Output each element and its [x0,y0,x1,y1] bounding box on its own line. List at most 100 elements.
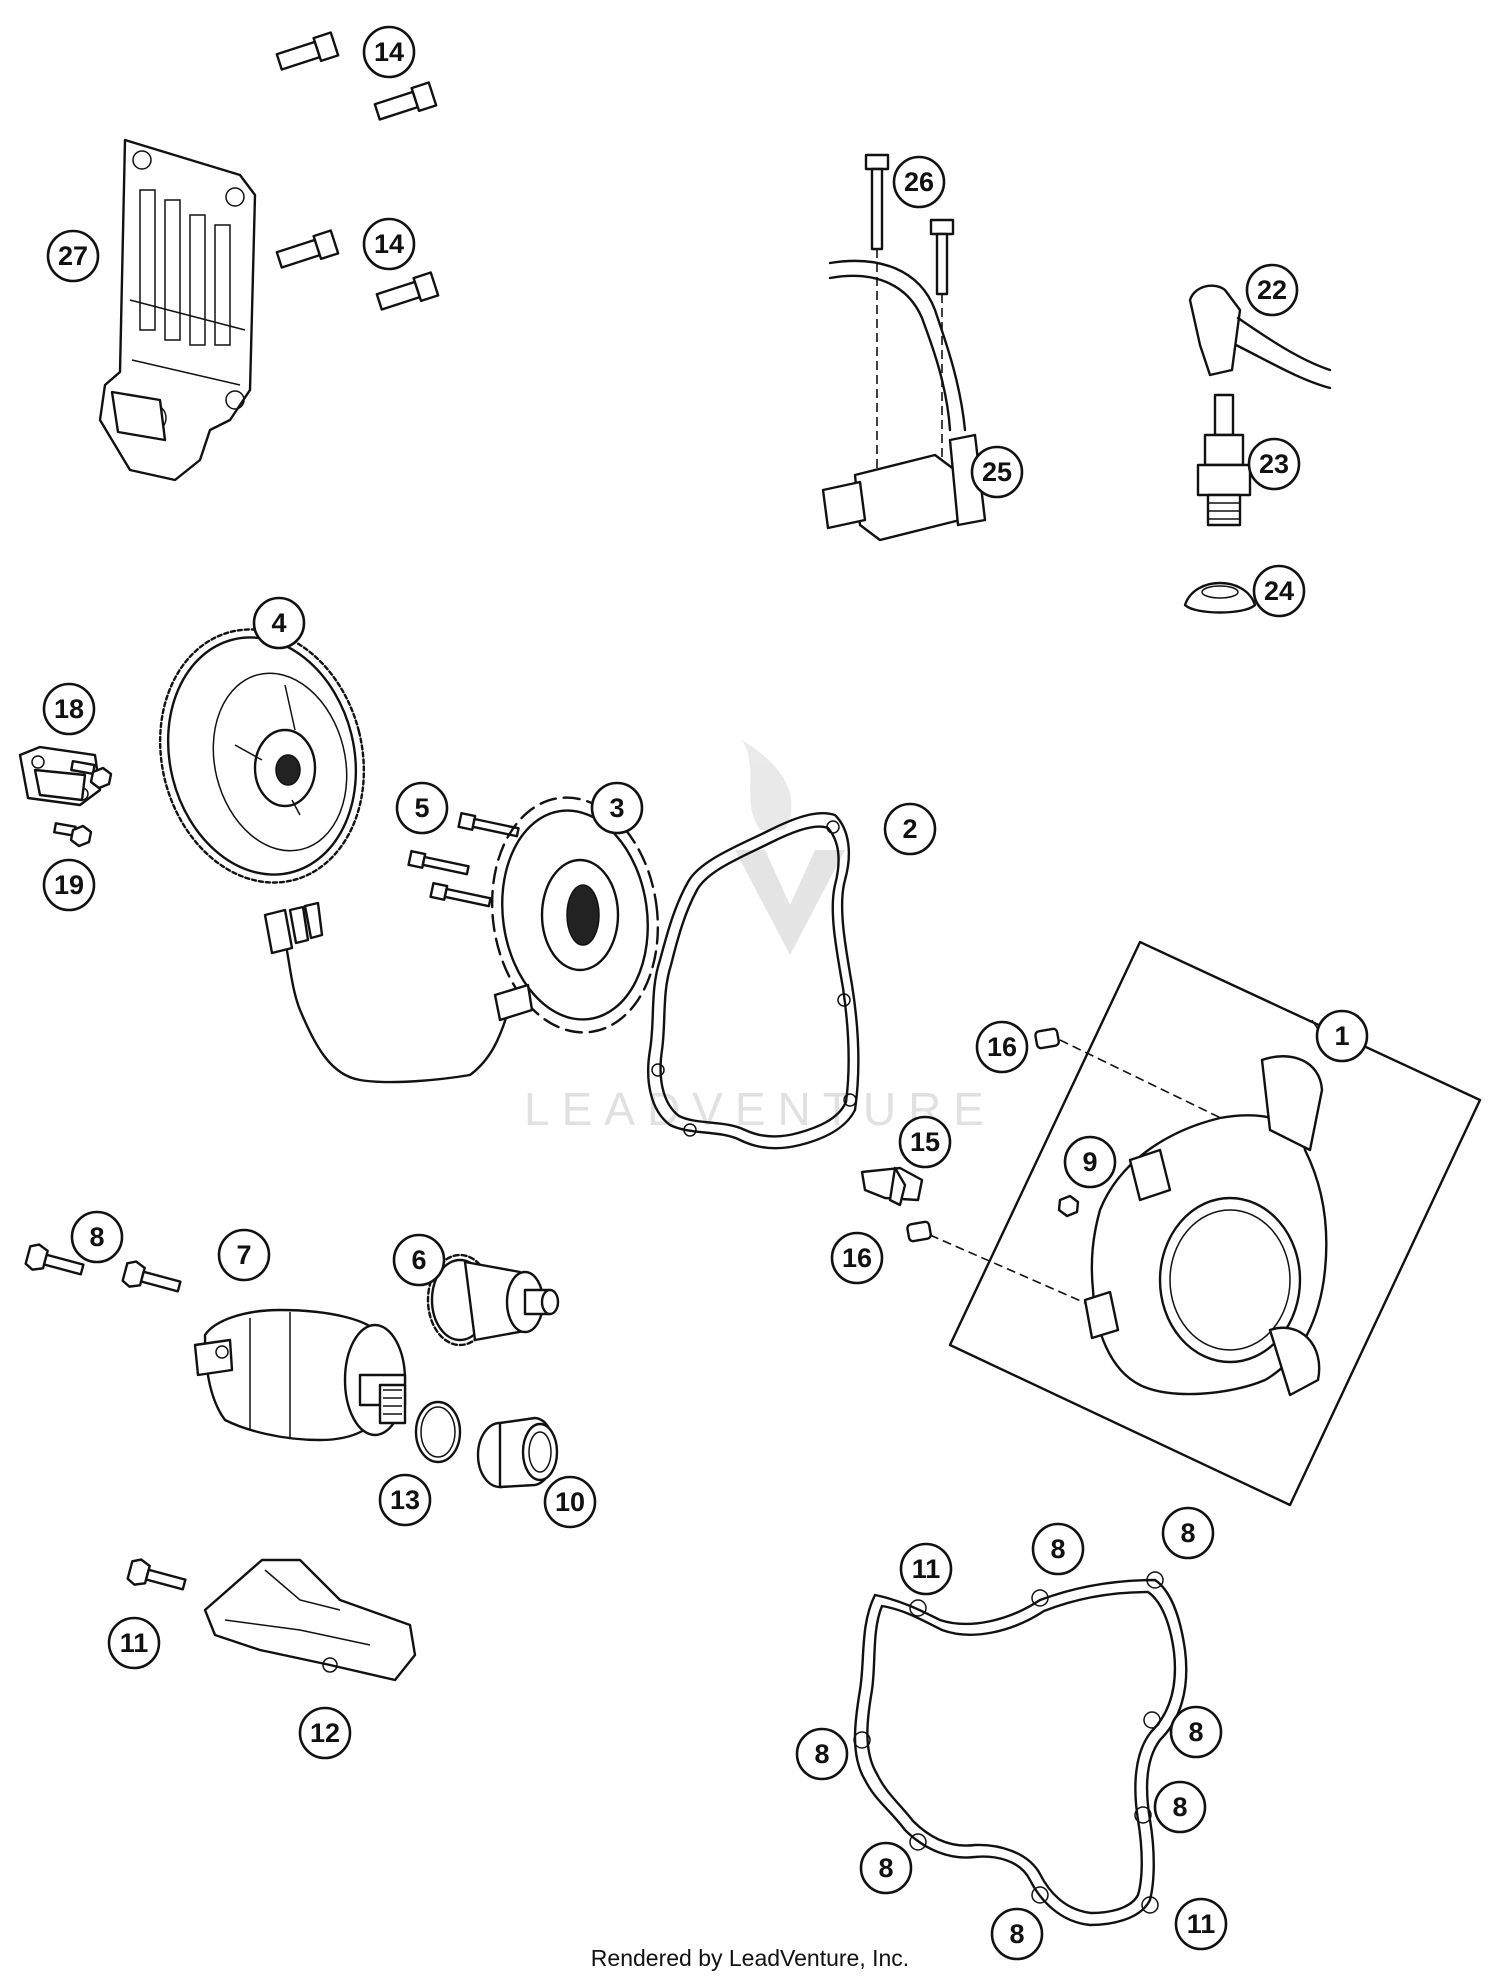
callout-1: 1 [1315,1009,1369,1063]
callout-8b-label: 8 [1050,1534,1065,1564]
callout-11b-label: 11 [912,1554,941,1584]
callout-4-label: 4 [271,608,286,638]
part-2-gasket [647,811,860,1150]
part-6-starter-drive [426,1253,560,1347]
part-27-bracket [98,138,257,482]
callout-27: 27 [46,229,100,283]
callout-24-label: 24 [1264,576,1294,606]
callout-6-label: 6 [411,1245,426,1275]
footer-credit: Rendered by LeadVenture, Inc. [591,1945,909,1971]
callout-8b: 8 [1031,1522,1085,1576]
callout-11c-label: 11 [1187,1909,1216,1939]
callout-8e-label: 8 [814,1739,829,1769]
part-16-bushing-top [1034,1027,1060,1050]
callout-11b: 11 [899,1542,953,1596]
callout-7: 7 [217,1228,271,1282]
callout-16b: 16 [830,1231,884,1285]
callout-27-label: 27 [58,241,88,271]
part-14-bolts [275,31,440,311]
callout-22: 22 [1245,263,1299,317]
callout-16a-label: 16 [987,1032,1017,1062]
callout-8c: 8 [1161,1506,1215,1560]
callout-18-label: 18 [54,694,84,724]
part-18-screw [70,759,113,790]
callout-9: 9 [1063,1135,1117,1189]
callout-25-label: 25 [982,457,1012,487]
watermark: LEADVENTURE [524,740,984,1135]
callout-8g-label: 8 [878,1853,893,1883]
part-16-bushing-bottom [906,1220,932,1243]
callout-15-label: 15 [910,1127,940,1157]
part-26-bolts [864,153,955,490]
callout-1-label: 1 [1334,1021,1349,1051]
callout-24: 24 [1252,564,1306,618]
callout-14a: 14 [362,25,416,79]
callout-7-label: 7 [236,1240,251,1270]
callout-8h-label: 8 [1009,1919,1024,1949]
part-10-bushing [476,1416,559,1489]
callout-8a-label: 8 [89,1222,104,1252]
callout-3: 3 [590,781,644,835]
callout-8e: 8 [795,1727,849,1781]
callout-8d: 8 [1169,1705,1223,1759]
part-24-cap [1183,581,1257,614]
callout-16b-label: 16 [842,1243,872,1273]
callout-5: 5 [395,781,449,835]
part-9-nut [1057,1194,1080,1218]
callout-18: 18 [42,682,96,736]
callout-14b: 14 [362,217,416,271]
callout-16a: 16 [975,1020,1029,1074]
callout-13-label: 13 [390,1485,420,1515]
callout-12: 12 [298,1706,352,1760]
callout-25: 25 [970,445,1024,499]
callout-12-label: 12 [310,1718,340,1748]
part-gasket-bottom [853,1571,1188,1927]
part-25-ignition-coil [821,259,987,542]
callout-2: 2 [883,802,937,856]
part-15-sensor [860,1166,924,1207]
callout-5-label: 5 [414,793,429,823]
callout-13: 13 [378,1473,432,1527]
part-5-screws [407,811,520,908]
callout-4: 4 [252,596,306,650]
part-19-nut [53,822,93,848]
callout-14b-label: 14 [374,229,404,259]
callout-8d-label: 8 [1188,1717,1203,1747]
callout-10-label: 10 [555,1487,585,1517]
part-3-stator [263,796,660,1084]
callout-3-label: 3 [609,793,624,823]
callout-14a-label: 14 [374,37,404,67]
part-7-starter-motor [193,1308,407,1442]
callout-11c: 11 [1174,1897,1228,1951]
callout-9-label: 9 [1082,1147,1097,1177]
callout-8c-label: 8 [1180,1518,1195,1548]
callout-8g: 8 [859,1841,913,1895]
part-11-bolt [126,1558,187,1591]
callout-23: 23 [1247,437,1301,491]
part-13-o-ring [414,1400,462,1464]
callout-11a: 11 [107,1616,161,1670]
callout-2-label: 2 [902,814,917,844]
part-4-flywheel [158,628,366,884]
callout-23-label: 23 [1259,449,1289,479]
callout-19-label: 19 [54,870,84,900]
callout-11a-label: 11 [120,1628,149,1658]
callout-8f: 8 [1153,1780,1207,1834]
part-18-pickup-sensor [18,745,102,807]
callout-19: 19 [42,858,96,912]
part-12-starter-cover [203,1558,417,1682]
callout-10: 10 [543,1475,597,1529]
callout-8f-label: 8 [1172,1792,1187,1822]
part-1-ignition-cover-group [929,940,1482,1507]
callout-22-label: 22 [1257,275,1287,305]
callout-15: 15 [898,1115,952,1169]
part-23-spark-plug [1196,393,1252,527]
callout-6: 6 [392,1233,446,1287]
part-1-cover [1083,1055,1328,1397]
callout-8h: 8 [990,1907,1044,1961]
part-22-plug-cap [1188,284,1332,390]
callout-8a: 8 [70,1210,124,1264]
callout-26: 26 [892,155,946,209]
part-8-bolts-starter [24,1243,182,1293]
